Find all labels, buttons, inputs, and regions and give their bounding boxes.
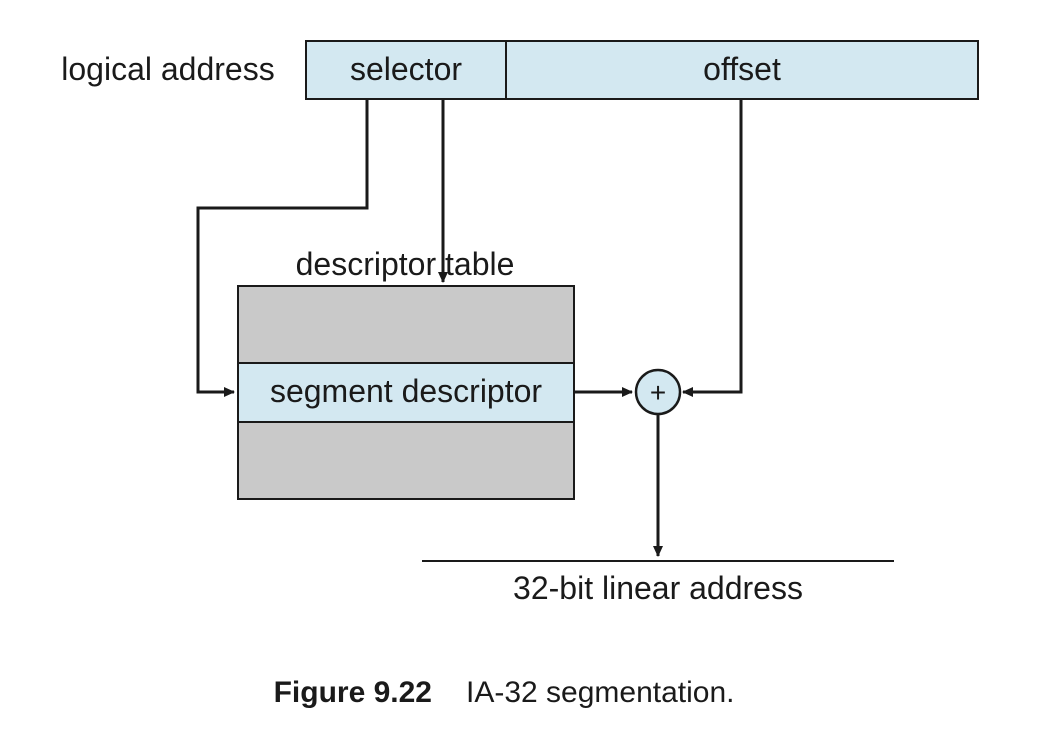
logical-address-label: logical address: [61, 51, 274, 87]
segment-descriptor-label: segment descriptor: [270, 373, 542, 409]
figure-number: Figure 9.22: [274, 676, 432, 709]
figure-caption: IA-32 segmentation.: [466, 676, 735, 709]
selector-field: [305, 40, 507, 100]
offset-field: [505, 40, 979, 100]
descriptor-table-label: descriptor table: [296, 246, 515, 282]
segment-descriptor-row: [237, 362, 575, 423]
descriptor-table-top-section: [237, 285, 575, 364]
descriptor-table-bottom-section: [237, 421, 575, 500]
offset-to-adder-arrow: [682, 99, 743, 397]
linear-address-label: 32-bit linear address: [513, 570, 803, 606]
adder-plus-icon: +: [650, 377, 666, 408]
selector-index-arrow: [196, 99, 369, 397]
offset-label: offset: [703, 51, 781, 87]
selector-label: selector: [350, 51, 462, 87]
